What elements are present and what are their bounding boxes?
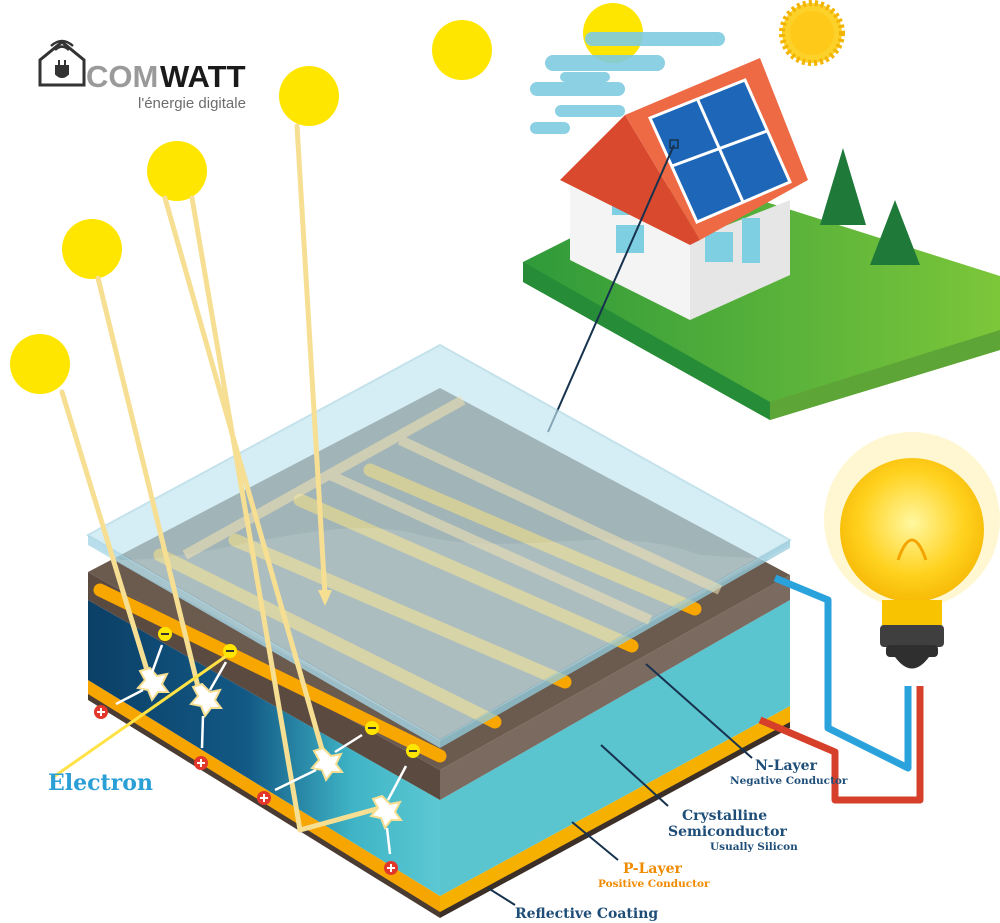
house-scene — [523, 58, 1000, 420]
holes — [94, 705, 398, 875]
suns — [10, 0, 845, 394]
leader-lines — [487, 663, 753, 906]
label-n-layer-sub: Negative Conductor — [730, 775, 848, 787]
label-p-layer-title: P-Layer — [623, 861, 683, 877]
hole-icon — [194, 756, 208, 770]
sun-icon — [279, 66, 339, 126]
callout-line — [547, 144, 675, 433]
sun-icon — [62, 219, 122, 279]
impact-burst-icon — [189, 682, 223, 719]
light-rays — [50, 123, 383, 833]
label-n-layer-title: N-Layer — [755, 758, 818, 774]
photon-impacts — [136, 666, 403, 831]
negative-wire — [773, 574, 912, 772]
logo-brand-prefix: COM — [86, 59, 158, 94]
hole-icon — [384, 861, 398, 875]
sun-icon — [147, 141, 207, 201]
electrons — [158, 627, 420, 758]
circuit-wires — [758, 574, 924, 804]
logo-tagline: l'énergie digitale — [138, 95, 246, 112]
house-outline-icon — [38, 40, 86, 87]
n-layer-right — [440, 575, 790, 800]
light-bulb-icon — [824, 432, 1000, 669]
hole-icon — [94, 705, 108, 719]
label-reflective-coating: Reflective Coating — [515, 906, 658, 922]
positive-wire — [758, 686, 924, 804]
clouds — [530, 32, 725, 134]
label-crystalline-sub: Usually Silicon — [710, 841, 798, 853]
hole-icon — [257, 791, 271, 805]
impact-burst-icon — [369, 794, 403, 831]
impact-burst-icon — [310, 746, 344, 783]
electron-icon — [158, 627, 172, 641]
label-electron: Electron — [48, 770, 153, 796]
electron-icon — [223, 644, 237, 658]
label-crystalline-line1: Crystalline — [682, 808, 767, 824]
wifi-icon — [50, 39, 74, 51]
charge-arrows — [115, 644, 408, 855]
sun-icon — [10, 334, 70, 394]
semiconductor-front — [88, 600, 440, 896]
semiconductor-right — [440, 600, 790, 896]
tree-icon — [820, 148, 866, 225]
plug-icon — [55, 60, 69, 78]
impact-burst-icon — [136, 666, 170, 703]
electron-icon — [406, 744, 420, 758]
sun-icon — [432, 20, 492, 80]
electron-icon — [365, 721, 379, 735]
logo: COM WATT l'énergie digitale — [38, 39, 246, 112]
label-p-layer-sub: Positive Conductor — [598, 878, 710, 890]
label-crystalline-line2: Semiconductor — [668, 824, 787, 840]
sun-rays-icon — [779, 0, 845, 66]
tree-icon — [870, 200, 920, 265]
logo-brand-suffix: WATT — [160, 59, 246, 94]
